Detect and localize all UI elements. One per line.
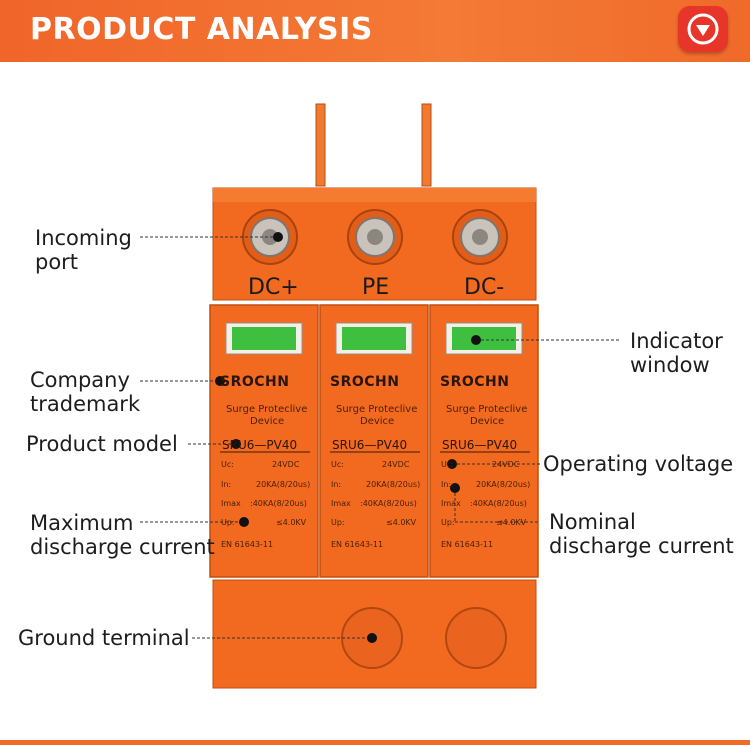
imax-label: Imax bbox=[441, 499, 461, 508]
device-name-line2: Device bbox=[360, 416, 395, 427]
header-banner: PRODUCT ANALYSIS bbox=[0, 0, 750, 62]
device-name-line2: Device bbox=[250, 416, 285, 427]
up-label: Up: bbox=[221, 518, 235, 527]
callout-nominal-discharge-current: Nominal discharge current bbox=[549, 510, 734, 558]
port-label-dc-plus: DC+ bbox=[248, 275, 299, 300]
callout-maximum-discharge-current: Maximum discharge current bbox=[30, 511, 215, 559]
product-model: SRU6—PV40 bbox=[442, 438, 518, 452]
callout-company-trademark: Company trademark bbox=[30, 368, 141, 416]
up-label: Up: bbox=[331, 518, 345, 527]
uc-value: 24VDC bbox=[272, 460, 300, 469]
in-label: In: bbox=[331, 480, 342, 489]
device-name-line2: Device bbox=[470, 416, 505, 427]
imax-value: :40KA(8/20us) bbox=[250, 499, 307, 508]
uc-value: 24VDC bbox=[382, 460, 410, 469]
brand-logo: SROCHN bbox=[440, 374, 510, 390]
footer-bar bbox=[0, 740, 750, 745]
expand-button[interactable] bbox=[678, 6, 728, 52]
chevron-down-circle-icon bbox=[687, 13, 719, 45]
callout-operating-voltage: Operating voltage bbox=[543, 452, 734, 476]
callout-indicator-window: Indicator window bbox=[630, 329, 723, 377]
standard: EN 61643-11 bbox=[441, 540, 494, 549]
up-value: ≤4.0KV bbox=[386, 518, 417, 527]
up-value: ≤4.0KV bbox=[496, 518, 527, 527]
callout-ground-terminal: Ground terminal bbox=[18, 626, 190, 650]
imax-label: Imax bbox=[221, 499, 241, 508]
port-label-dc-minus: DC- bbox=[464, 275, 505, 300]
product-model: SRU6—PV40 bbox=[332, 438, 408, 452]
imax-label: Imax bbox=[331, 499, 351, 508]
up-label: Up: bbox=[441, 518, 455, 527]
standard: EN 61643-11 bbox=[331, 540, 384, 549]
uc-label: Uc: bbox=[221, 460, 234, 469]
port-label-pe: PE bbox=[362, 275, 390, 300]
in-value: 20KA(8/20us) bbox=[476, 480, 531, 489]
screw-terminal-dc-minus bbox=[452, 209, 508, 265]
device-name-line1: Surge Proteclive bbox=[226, 404, 308, 415]
device-name-line1: Surge Proteclive bbox=[446, 404, 528, 415]
brand-logo: SROCHN bbox=[330, 374, 400, 390]
product-model: SRU6—PV40 bbox=[222, 438, 298, 452]
screw-terminal-dc-plus bbox=[242, 209, 298, 265]
screw-terminal-pe bbox=[347, 209, 403, 265]
uc-label: Uc: bbox=[331, 460, 344, 469]
in-value: 20KA(8/20us) bbox=[256, 480, 311, 489]
uc-value: 24VDC bbox=[492, 460, 520, 469]
page-title: PRODUCT ANALYSIS bbox=[30, 12, 373, 47]
device-name-line1: Surge Proteclive bbox=[336, 404, 418, 415]
in-label: In: bbox=[441, 480, 452, 489]
uc-label: Uc: bbox=[441, 460, 454, 469]
in-value: 20KA(8/20us) bbox=[366, 480, 421, 489]
standard: EN 61643-11 bbox=[221, 540, 274, 549]
callout-product-model: Product model bbox=[26, 432, 178, 456]
up-value: ≤4.0KV bbox=[276, 518, 307, 527]
in-label: In: bbox=[221, 480, 232, 489]
imax-value: :40KA(8/20us) bbox=[470, 499, 527, 508]
callout-incoming-port: Incoming port bbox=[35, 226, 132, 274]
brand-logo: SROCHN bbox=[220, 374, 290, 390]
imax-value: :40KA(8/20us) bbox=[360, 499, 417, 508]
